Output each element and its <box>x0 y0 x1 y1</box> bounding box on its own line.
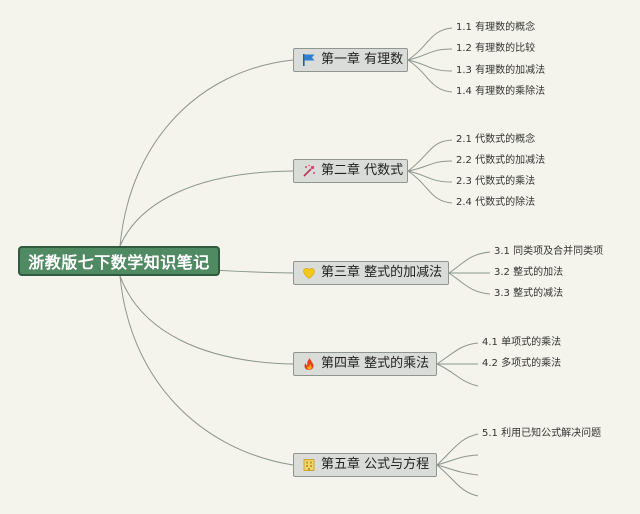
section-3-2[interactable]: 3.2 整式的加法 <box>494 267 564 278</box>
chapter-5-node[interactable]: 第五章 公式与方程 <box>293 453 437 477</box>
mindmap-root[interactable]: 浙教版七下数学知识笔记 <box>18 246 220 276</box>
section-2-2[interactable]: 2.2 代数式的加减法 <box>456 155 546 166</box>
link-root-ch2 <box>119 170 294 247</box>
section-1-4[interactable]: 1.4 有理数的乘除法 <box>456 86 546 97</box>
link-root-ch4 <box>119 275 294 365</box>
link-root-ch1 <box>119 59 294 247</box>
section-4-1[interactable]: 4.1 单项式的乘法 <box>482 337 562 348</box>
heart-icon <box>302 266 316 280</box>
fire-icon <box>302 357 316 371</box>
section-5-1[interactable]: 5.1 利用已知公式解决问题 <box>482 428 602 439</box>
flag-icon <box>302 53 316 67</box>
section-3-1[interactable]: 3.1 同类项及合并同类项 <box>494 246 604 257</box>
chapter-1-title: 第一章 有理数 <box>321 52 404 67</box>
section-1-2[interactable]: 1.2 有理数的比较 <box>456 43 536 54</box>
section-2-4[interactable]: 2.4 代数式的除法 <box>456 197 536 208</box>
section-4-2[interactable]: 4.2 多项式的乘法 <box>482 358 562 369</box>
section-2-3[interactable]: 2.3 代数式的乘法 <box>456 176 536 187</box>
chapter-4-node[interactable]: 第四章 整式的乘法 <box>293 352 437 376</box>
chapter-5-title: 第五章 公式与方程 <box>321 457 430 472</box>
section-3-3[interactable]: 3.3 整式的减法 <box>494 288 564 299</box>
chapter-2-title: 第二章 代数式 <box>321 163 404 178</box>
chapter-4-title: 第四章 整式的乘法 <box>321 356 430 371</box>
chapter-1-node[interactable]: 第一章 有理数 <box>293 48 408 72</box>
sparkle-icon <box>302 164 316 178</box>
chapter-3-title: 第三章 整式的加减法 <box>321 265 443 280</box>
section-1-3[interactable]: 1.3 有理数的加减法 <box>456 65 546 76</box>
chapter-2-node[interactable]: 第二章 代数式 <box>293 159 408 183</box>
section-2-1[interactable]: 2.1 代数式的概念 <box>456 134 536 145</box>
chapter-3-node[interactable]: 第三章 整式的加减法 <box>293 261 449 285</box>
section-1-1[interactable]: 1.1 有理数的概念 <box>456 22 536 33</box>
building-icon <box>302 458 316 472</box>
link-root-ch5 <box>119 275 294 466</box>
